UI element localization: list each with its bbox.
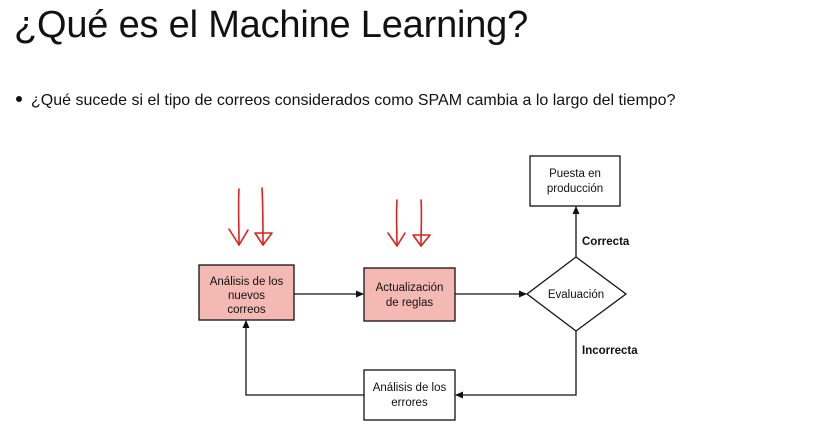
node-analisis-nuevos-correos: Análisis de los nuevos correos bbox=[198, 264, 295, 321]
bullet-item: ¿Qué sucede si el tipo de correos consid… bbox=[16, 92, 675, 110]
edge-evaluacion-to-errores bbox=[455, 331, 577, 399]
edge-label-incorrecta: Incorrecta bbox=[582, 345, 638, 357]
node-analisis-nuevos-line-2: nuevos bbox=[228, 290, 265, 302]
node-analisis-nuevos-line-3: correos bbox=[227, 304, 266, 316]
red-arrow-shaft-2 bbox=[261, 187, 264, 246]
slide-title: ¿Qué es el Machine Learning? bbox=[14, 4, 529, 46]
red-arrow-head-2 bbox=[254, 232, 273, 246]
bullet-text: ¿Qué sucede si el tipo de correos consid… bbox=[31, 92, 676, 109]
red-arrow-head-3 bbox=[387, 232, 406, 247]
node-puesta-produccion: Puesta en producción bbox=[529, 155, 621, 207]
node-analisis-errores-line-2: errores bbox=[391, 397, 428, 409]
red-arrow-head-1 bbox=[228, 228, 249, 246]
node-puesta-line-1: Puesta en bbox=[549, 168, 601, 180]
node-analisis-errores-line-1: Análisis de los bbox=[373, 382, 447, 394]
edge-label-correcta: Correcta bbox=[582, 236, 630, 248]
bullet-dot-icon bbox=[16, 95, 22, 102]
node-analisis-errores: Análisis de los errores bbox=[363, 369, 456, 421]
node-puesta-line-2: producción bbox=[547, 183, 603, 195]
node-analisis-nuevos-line-1: Análisis de los bbox=[210, 276, 284, 288]
node-actualizacion-reglas: Actualización de reglas bbox=[363, 267, 456, 322]
node-actualizacion-line-2: de reglas bbox=[386, 297, 434, 309]
red-annotation-arrows-right bbox=[387, 199, 431, 247]
red-annotation-arrows-left bbox=[228, 187, 273, 246]
node-evaluacion-label: Evaluación bbox=[548, 289, 604, 301]
node-actualizacion-line-1: Actualización bbox=[376, 282, 444, 294]
edge-errores-to-analisis bbox=[242, 320, 364, 396]
node-evaluacion: Evaluación bbox=[525, 256, 628, 332]
red-arrow-head-4 bbox=[412, 234, 431, 247]
